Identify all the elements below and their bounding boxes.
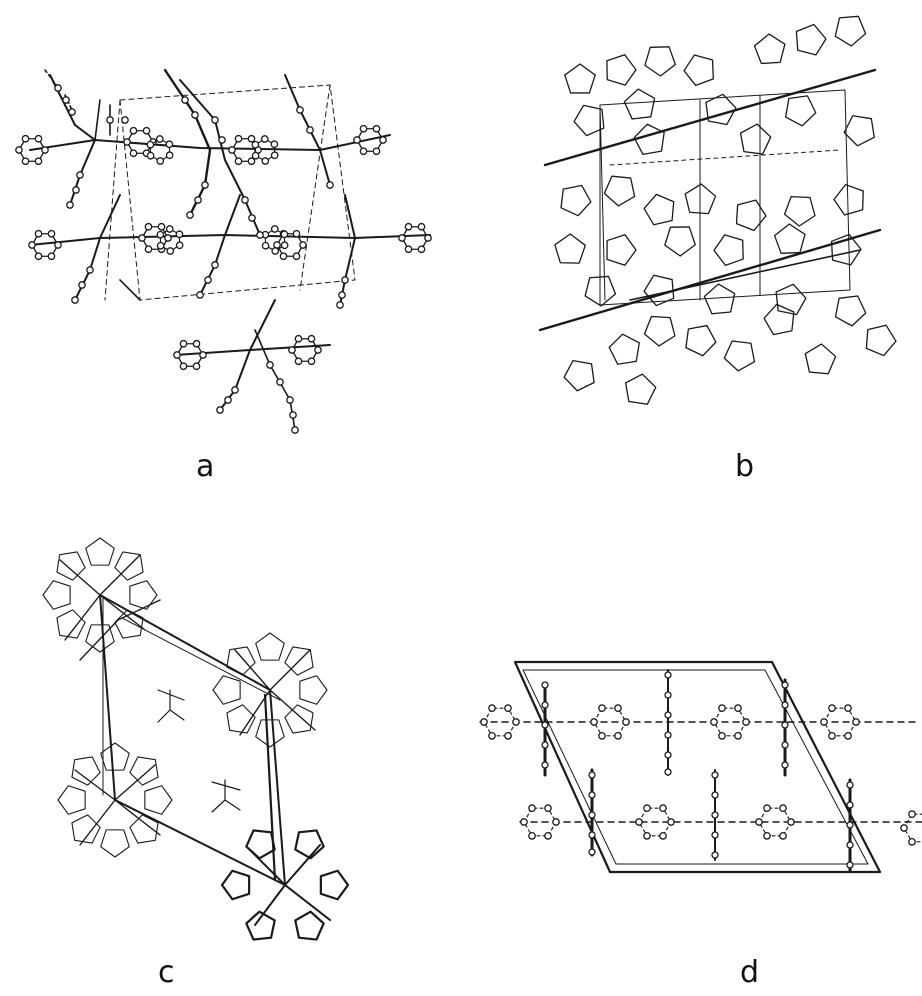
panel-c-drawing [59,554,331,926]
panel-b-rings [554,15,897,405]
panel-a-atoms [15,84,432,434]
panel-c-rings [42,537,350,941]
panel-a-label: a [196,449,215,484]
panel-c-label: c [158,955,175,990]
panel-b-drawing [538,68,882,332]
panel-d-atoms [480,671,922,869]
panel-a-drawing [29,68,431,431]
panel-d-label: d [740,955,760,990]
panel-b-label: b [735,449,755,484]
